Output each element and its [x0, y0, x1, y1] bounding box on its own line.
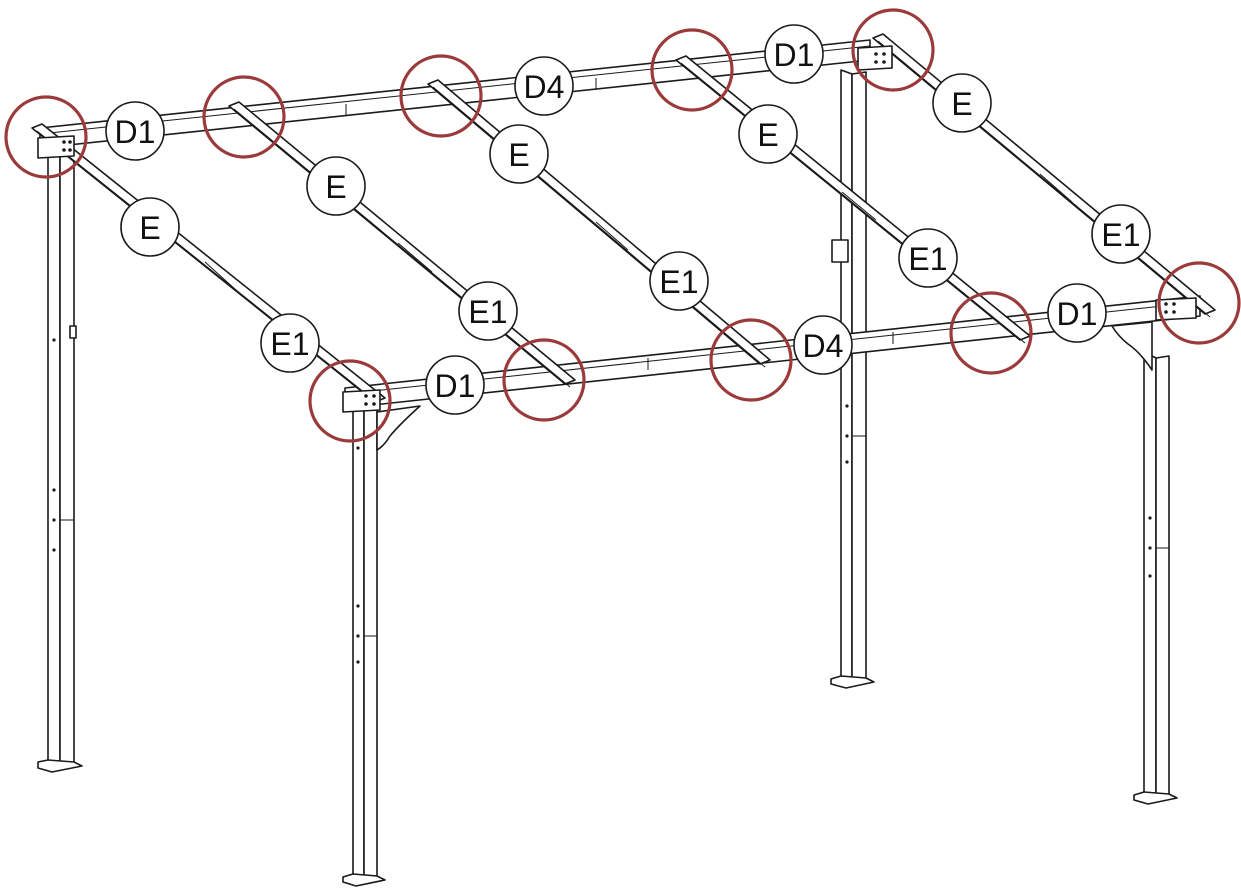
callout-d1-back-left: D1: [105, 101, 165, 161]
plate-back-right: [857, 45, 893, 71]
callout-d1-front-left-text: D1: [435, 368, 476, 404]
callout-e1-rafter-5: E1: [1091, 204, 1151, 264]
callout-e-rafter-1-text: E: [139, 210, 160, 246]
highlight-back-right-corner: [851, 8, 935, 92]
corner-plates: [37, 45, 1197, 451]
callout-e-rafter-4: E: [738, 104, 798, 164]
callout-d1-front-right-text: D1: [1057, 296, 1098, 332]
callout-d4-back: D4: [514, 56, 574, 116]
callout-d1-back-right: D1: [764, 24, 824, 84]
rafters: [31, 33, 1216, 406]
callout-e1-rafter-1-text: E1: [270, 326, 309, 362]
callout-e-rafter-3: E: [489, 124, 549, 184]
callout-e-rafter-5: E: [932, 73, 992, 133]
plate-front-right: [1155, 297, 1197, 321]
highlight-front-right-corner: [1157, 261, 1241, 345]
highlight-front-rafter-3: [709, 318, 793, 402]
highlight-back-left-corner: [4, 95, 88, 179]
highlight-back-rafter-4: [650, 28, 734, 112]
callout-d1-front-left: D1: [425, 355, 485, 415]
highlight-back-rafter-2: [202, 75, 286, 159]
callout-e1-rafter-4-text: E1: [908, 241, 947, 277]
leg-front-right: [1133, 351, 1178, 805]
highlight-front-rafter-4: [949, 291, 1033, 375]
connection-highlights: [4, 8, 1241, 443]
callout-d1-back-right-text: D1: [774, 37, 815, 73]
callout-e1-rafter-3-text: E1: [659, 264, 698, 300]
legs: [37, 69, 1178, 887]
callout-e-rafter-4-text: E: [757, 117, 778, 153]
callouts: D1 D4 D1 D1 D4 D1 E E: [105, 24, 1151, 415]
plate-back-left: [37, 135, 75, 159]
leg-front-left: [342, 403, 386, 887]
callout-e-rafter-3-text: E: [508, 137, 529, 173]
leg-back-right: [830, 69, 875, 689]
callout-e1-rafter-4: E1: [898, 228, 958, 288]
highlight-front-left-corner: [308, 359, 392, 443]
highlight-back-rafter-3: [399, 54, 483, 138]
callout-d4-back-text: D4: [524, 69, 565, 105]
highlight-front-rafter-2: [502, 338, 586, 422]
callout-d1-front-right: D1: [1047, 283, 1107, 343]
callout-e1-rafter-2-text: E1: [468, 294, 507, 330]
callout-d4-front: D4: [793, 315, 853, 375]
bracket-front-left: [376, 405, 421, 451]
callout-e1-rafter-1: E1: [260, 313, 320, 373]
callout-e1-rafter-3: E1: [649, 251, 709, 311]
callout-d4-front-text: D4: [803, 328, 844, 364]
bracket-front-right: [1111, 321, 1153, 371]
callout-e-rafter-2: E: [306, 156, 366, 216]
callout-d1-back-left-text: D1: [115, 114, 156, 150]
plate-front-left: [342, 389, 381, 413]
callout-e-rafter-5-text: E: [951, 86, 972, 122]
callout-e1-rafter-2: E1: [458, 281, 518, 341]
callout-e-rafter-1: E: [120, 197, 180, 257]
callout-e-rafter-2-text: E: [325, 169, 346, 205]
leg-back-left: [37, 145, 83, 773]
callout-e1-rafter-5-text: E1: [1101, 217, 1140, 253]
